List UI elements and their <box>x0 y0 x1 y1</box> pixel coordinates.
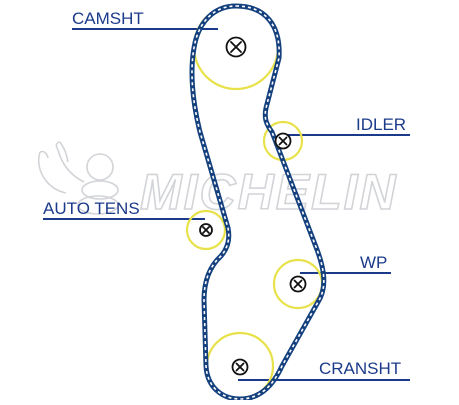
idler-label: IDLER <box>356 115 406 134</box>
component-labels: CAMSHT IDLER AUTO TENS WP CRANSHT <box>43 9 406 378</box>
cransht-label: CRANSHT <box>319 359 401 378</box>
auto-tens-hub-cross-icon <box>199 223 213 237</box>
camshaft-label: CAMSHT <box>72 9 144 28</box>
crankshaft-hub-cross-icon <box>231 358 249 376</box>
camshaft-hub-cross-icon <box>225 36 247 58</box>
timing-belt <box>189 3 327 402</box>
idler-hub-cross-icon <box>274 132 292 150</box>
michelin-man-icon <box>37 141 119 215</box>
wp-label: WP <box>360 253 387 272</box>
water-pump-hub-cross-icon <box>289 275 307 293</box>
auto-tens-label: AUTO TENS <box>43 199 140 218</box>
michelin-watermark: MICHELIN <box>37 141 398 221</box>
auto-tens-pulley <box>185 209 227 251</box>
michelin-wordmark: MICHELIN <box>140 164 398 220</box>
leader-lines <box>43 28 410 381</box>
